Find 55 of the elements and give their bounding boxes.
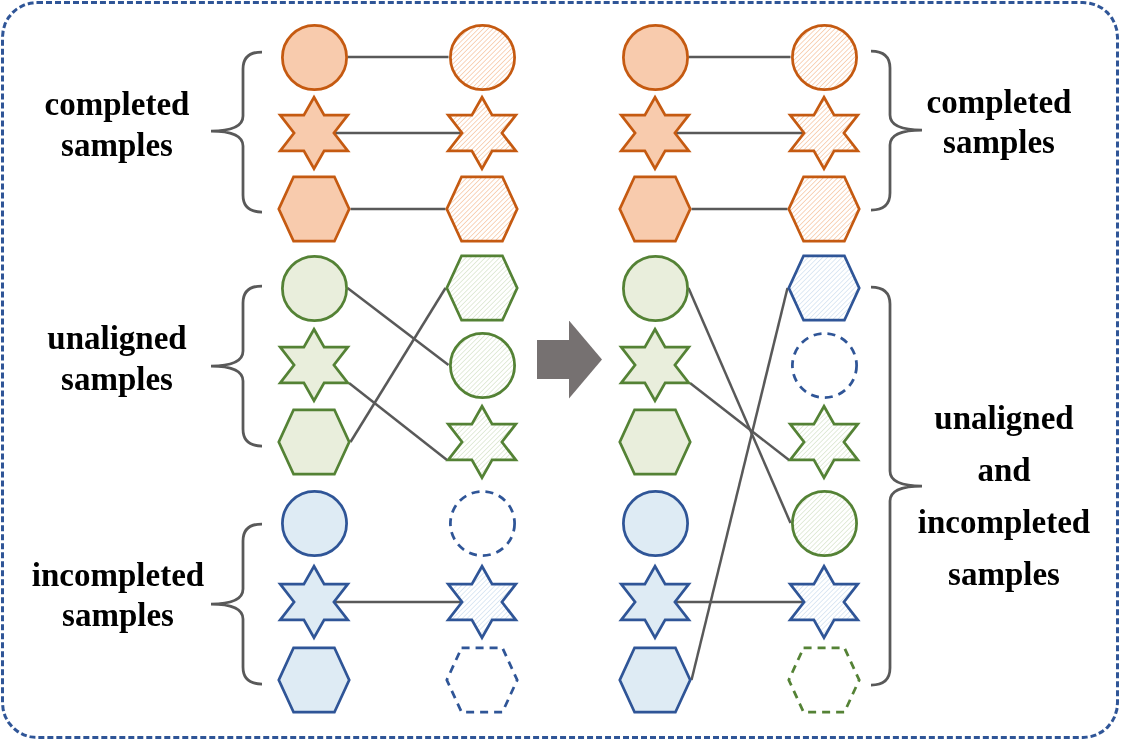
- group-label: completed samples: [926, 83, 1072, 162]
- hatched-star: [445, 403, 519, 481]
- filled-star: [618, 94, 692, 172]
- connector-line: [690, 287, 789, 681]
- dashed-hexagon: [787, 646, 861, 714]
- connector-line: [347, 55, 449, 59]
- filled-circle: [280, 254, 348, 322]
- hatched-hexagon: [787, 254, 861, 322]
- group-label: completed samples: [44, 85, 190, 165]
- hatched-star: [787, 94, 861, 172]
- group-label: unaligned samples: [47, 319, 187, 399]
- hatched-star: [445, 94, 519, 172]
- hatched-circle: [448, 331, 516, 399]
- hatched-hexagon: [445, 175, 519, 243]
- filled-circle: [280, 489, 348, 557]
- connector-line: [676, 131, 803, 135]
- dashed-circle: [448, 489, 516, 557]
- filled-hexagon: [277, 646, 351, 714]
- filled-hexagon: [277, 175, 351, 243]
- filled-hexagon: [618, 175, 692, 243]
- hatched-circle: [790, 23, 858, 91]
- connector-line: [348, 382, 448, 461]
- hatched-star: [787, 403, 861, 481]
- hatched-circle: [790, 489, 858, 557]
- connector-line: [335, 600, 461, 604]
- group-label: incompleted samples: [31, 556, 205, 635]
- filled-star: [277, 563, 351, 641]
- group-label: unaligned and incompleted samples: [917, 399, 1091, 594]
- filled-circle: [621, 23, 689, 91]
- hatched-star: [445, 563, 519, 641]
- filled-hexagon: [618, 408, 692, 476]
- dashed-hexagon: [445, 646, 519, 714]
- filled-star: [618, 326, 692, 404]
- filled-hexagon: [618, 646, 692, 714]
- connector-line: [346, 287, 450, 366]
- filled-circle: [621, 254, 689, 322]
- filled-circle: [621, 489, 689, 557]
- filled-star: [618, 563, 692, 641]
- hatched-hexagon: [787, 175, 861, 243]
- connector-line: [350, 207, 446, 211]
- connector-line: [335, 131, 461, 135]
- connector-line: [687, 287, 792, 524]
- connector-line: [349, 287, 447, 443]
- connector-line: [689, 382, 790, 461]
- filled-hexagon: [277, 408, 351, 476]
- connector-line: [676, 600, 803, 604]
- filled-star: [277, 326, 351, 404]
- connector-line: [688, 55, 791, 59]
- hatched-hexagon: [445, 254, 519, 322]
- connector-line: [691, 207, 788, 211]
- filled-circle: [280, 23, 348, 91]
- hatched-circle: [448, 23, 516, 91]
- dashed-circle: [790, 331, 858, 399]
- filled-star: [277, 94, 351, 172]
- hatched-star: [787, 563, 861, 641]
